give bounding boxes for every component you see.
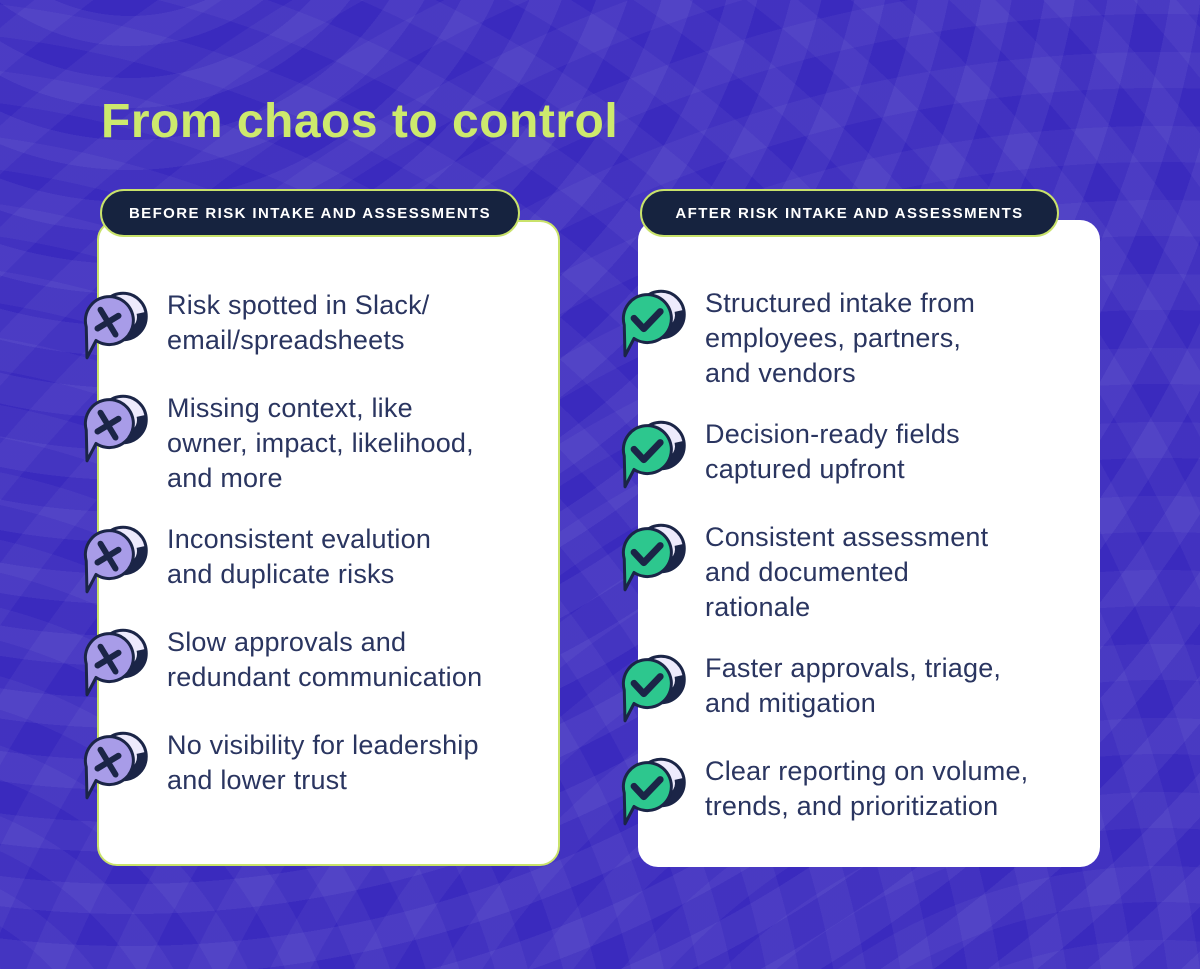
list-item: Consistent assessment and documented rat…	[638, 520, 1090, 625]
list-item: Decision-ready fields captured upfront	[638, 417, 1090, 494]
after-column-header-label: AFTER RISK INTAKE AND ASSESSMENTS	[675, 204, 1024, 222]
after-item-text: Decision-ready fields captured upfront	[705, 419, 960, 484]
after-card: Structured intake from employees, partne…	[638, 220, 1100, 867]
before-item-text: Risk spotted in Slack/ email/spreadsheet…	[167, 290, 430, 355]
before-item-list: Risk spotted in Slack/ email/spreadsheet…	[99, 222, 558, 805]
before-column-header-label: BEFORE RISK INTAKE AND ASSESSMENTS	[128, 204, 492, 222]
check-speech-bubble-icon	[613, 646, 691, 728]
after-item-list: Structured intake from employees, partne…	[638, 220, 1100, 831]
after-column-header: AFTER RISK INTAKE AND ASSESSMENTS	[640, 189, 1059, 237]
x-speech-bubble-icon	[75, 386, 153, 468]
before-card: Risk spotted in Slack/ email/spreadsheet…	[97, 220, 560, 866]
list-item: Faster approvals, triage, and mitigation	[638, 651, 1090, 728]
x-speech-bubble-icon	[75, 620, 153, 702]
list-item: Clear reporting on volume, trends, and p…	[638, 754, 1090, 831]
x-speech-bubble-icon	[75, 283, 153, 365]
check-speech-bubble-icon	[613, 515, 691, 597]
x-speech-bubble-icon	[75, 723, 153, 805]
check-speech-bubble-icon	[613, 412, 691, 494]
list-item: No visibility for leadership and lower t…	[99, 728, 548, 805]
before-item-text: Missing context, like owner, impact, lik…	[167, 393, 474, 493]
list-item: Slow approvals and redundant communicati…	[99, 625, 548, 702]
before-item-text: Slow approvals and redundant communicati…	[167, 627, 483, 692]
list-item: Inconsistent evalution and duplicate ris…	[99, 522, 548, 599]
before-item-text: Inconsistent evalution and duplicate ris…	[167, 524, 432, 589]
list-item: Missing context, like owner, impact, lik…	[99, 391, 548, 496]
before-item-text: No visibility for leadership and lower t…	[167, 730, 479, 795]
after-item-text: Faster approvals, triage, and mitigation	[705, 653, 1002, 718]
after-item-text: Clear reporting on volume, trends, and p…	[705, 756, 1029, 821]
page-title: From chaos to control	[101, 95, 619, 148]
check-speech-bubble-icon	[613, 281, 691, 363]
list-item: Structured intake from employees, partne…	[638, 286, 1090, 391]
after-item-text: Consistent assessment and documented rat…	[705, 522, 989, 622]
after-item-text: Structured intake from employees, partne…	[705, 288, 976, 388]
before-column-header: BEFORE RISK INTAKE AND ASSESSMENTS	[100, 189, 520, 237]
x-speech-bubble-icon	[75, 517, 153, 599]
list-item: Risk spotted in Slack/ email/spreadsheet…	[99, 288, 548, 365]
check-speech-bubble-icon	[613, 749, 691, 831]
